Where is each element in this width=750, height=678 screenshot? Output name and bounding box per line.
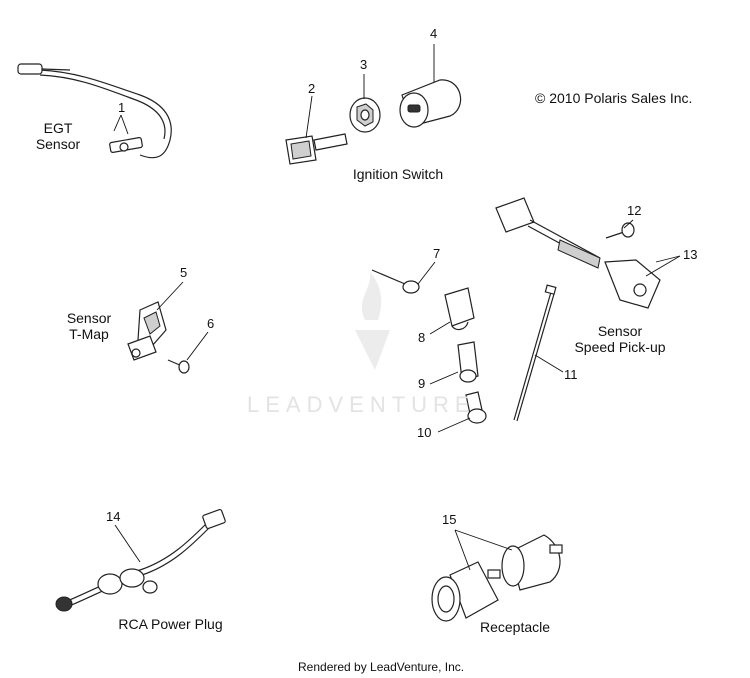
callout-8: 8 [418,330,426,345]
callout-2: 2 [308,81,316,96]
ignition-key-part [285,133,348,165]
callout-1: 1 [118,100,126,115]
assembly-label-rca-power-plug: RCA Power Plug [118,616,223,632]
receptacle-cover-part [501,534,563,591]
assembly-label-sensor-speed-pickup: Sensor Speed Pick-up [565,323,675,355]
copyright-text: © 2010 Polaris Sales Inc. [535,90,693,106]
leader-8 [429,321,451,335]
callout-15: 15 [442,512,457,527]
receptacle-socket-part [431,561,501,622]
leader-6 [186,331,209,361]
leader-5 [156,281,184,311]
pin-part [371,269,420,294]
callout-11: 11 [564,367,578,382]
callout-12: 12 [627,203,642,218]
leader-1b [120,114,129,135]
tmap-screw-part [167,359,190,374]
sensor-tmap-label: Sensor T-Map [66,310,112,342]
leader-2 [305,95,313,139]
leader-9 [429,371,459,385]
callout-6: 6 [207,316,215,331]
rca-power-plug-part [55,508,226,612]
ignition-nut-part [349,97,381,133]
speed-sensor-part [495,197,661,309]
clip-8-part [444,287,475,331]
clip-9-part [457,341,479,383]
watermark-logo [355,272,390,370]
clip-10-part [465,391,487,424]
callout-10: 10 [417,425,432,440]
egt-sensor-part [17,63,172,159]
leader-13b [645,255,681,277]
sensor-speed-pickup-label: Sensor Speed Pick-up [574,323,666,355]
callout-9: 9 [418,376,426,391]
leader-11 [534,354,564,373]
leader-10 [437,417,471,433]
watermark-text: LEADVENTURE [247,392,476,417]
assembly-label-ignition-switch: Ignition Switch [352,166,444,182]
leader-1 [113,114,122,132]
footer-credit: Rendered by LeadVenture, Inc. [298,660,465,674]
egt-sensor-label: EGT Sensor [35,120,81,152]
callout-3: 3 [360,57,368,72]
leader-13a [655,255,681,263]
callout-7: 7 [433,246,441,261]
speed-sensor-bolt-part [605,222,635,239]
assembly-label-egt-sensor: EGT Sensor [28,120,88,152]
leader-7 [417,261,436,285]
callout-14: 14 [106,509,121,524]
assembly-label-sensor-tmap: Sensor T-Map [54,310,124,342]
assembly-label-receptacle: Receptacle [479,619,551,635]
cable-tie-part [513,284,557,422]
callout-5: 5 [180,265,188,280]
ignition-switch-body-part [399,79,462,128]
leader-12 [623,219,634,229]
leader-14 [114,524,141,563]
callout-13: 13 [683,247,698,262]
tmap-sensor-part [127,301,167,361]
leader-15b [454,529,513,551]
leader-15a [454,529,471,571]
callout-4: 4 [430,26,438,41]
